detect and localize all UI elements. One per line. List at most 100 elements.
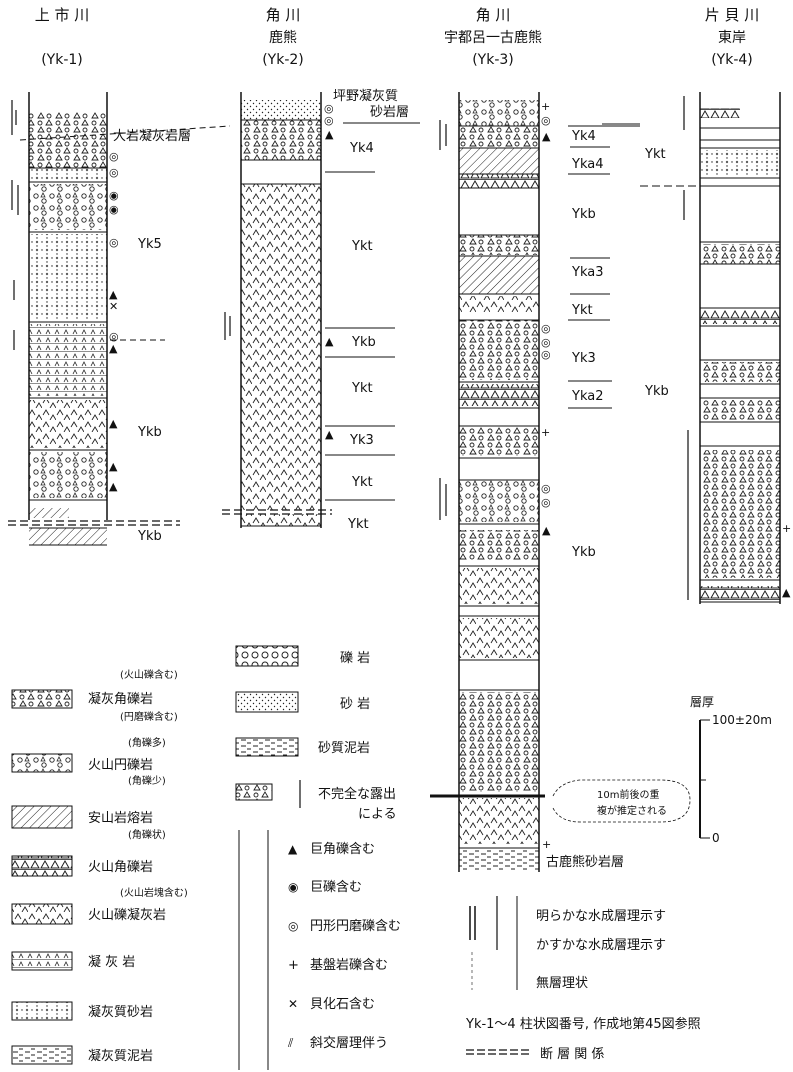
- col2-label-ykt2: Ykt: [351, 381, 373, 396]
- col1-label-ykb: Ykb: [137, 425, 162, 440]
- legend-sym-6-label: 斜交層理伴う: [310, 1035, 388, 1051]
- legend-3-label: 安山岩熔岩: [88, 811, 153, 826]
- col3-label-ykb: Ykb: [571, 207, 596, 222]
- col2-river: 角 川: [266, 6, 301, 24]
- svg-text:▲: ▲: [782, 586, 791, 599]
- legend-sym-6: ⫽: [287, 1036, 294, 1050]
- bedding-clear-label: 明らかな水成層理示す: [536, 909, 666, 924]
- svg-text:▲: ▲: [109, 460, 118, 473]
- legend-7-label: 凝灰質砂岩: [88, 1004, 153, 1020]
- scale-bottom: 0: [712, 831, 720, 845]
- legend-sym-2-label: 巨礫含む: [310, 879, 362, 895]
- col4-river: 片 貝 川: [705, 6, 760, 24]
- col4-label-ykb: Ykb: [644, 384, 669, 399]
- col3-label-kokakuma: 古鹿熊砂岩層: [546, 854, 624, 870]
- legend-5-note-top: (火山岩塊含む): [120, 886, 188, 899]
- legend-8-label: 凝灰質泥岩: [88, 1048, 153, 1064]
- col4-code: (Yk-4): [711, 52, 753, 68]
- legend-sym-5: ✕: [288, 997, 298, 1011]
- legend-1-label: 凝灰角礫岩: [88, 691, 153, 707]
- legend-sym-4-label: 基盤岩礫含む: [310, 957, 388, 973]
- col2-label-ykt4: Ykt: [347, 517, 369, 532]
- col4-place: 東岸: [718, 30, 746, 46]
- svg-text:▲: ▲: [109, 342, 118, 355]
- col2-place: 鹿熊: [269, 29, 297, 46]
- overlap-note-line2: 複が推定される: [597, 804, 667, 817]
- svg-text:+: +: [782, 522, 791, 535]
- legend-sediment: 礫 岩 砂 岩 砂質泥岩 不完全な露出 による ▲ 巨角礫含む ◉ 巨礫含む ◎…: [236, 646, 401, 1070]
- svg-text:◎: ◎: [324, 114, 334, 127]
- col3-label-yka3: Yka3: [571, 265, 603, 280]
- svg-text:◎: ◎: [109, 166, 119, 179]
- legend-sandy-mudstone-label: 砂質泥岩: [318, 741, 370, 756]
- svg-text:✕: ✕: [109, 300, 118, 313]
- legend-poor-exposure-label2: による: [358, 807, 397, 822]
- legend-poor-exposure-label: 不完全な露出: [318, 786, 396, 802]
- legend-lithology: (火山礫含む) 凝灰角礫岩 (円磨礫含む) (角礫多) 火山円礫岩 (角礫少) …: [12, 668, 188, 1064]
- col2-label-ykt: Ykt: [351, 239, 373, 254]
- svg-text:◎: ◎: [541, 322, 551, 335]
- svg-text:◎: ◎: [541, 496, 551, 509]
- col3-label-yk4: Yk4: [571, 129, 596, 144]
- legend-6-label: 凝 灰 岩: [88, 954, 135, 970]
- col3-river: 角 川: [476, 6, 511, 24]
- col3-code: (Yk-3): [472, 52, 514, 68]
- col2-label-sandstone: 砂岩層: [370, 105, 409, 120]
- col1-code: (Yk-1): [41, 52, 83, 68]
- thickness-scale: 層厚 100±20m 0: [690, 695, 772, 845]
- svg-text:◎: ◎: [541, 348, 551, 361]
- legend-sym-5-label: 貝化石含む: [310, 996, 375, 1012]
- svg-text:◉: ◉: [109, 203, 119, 216]
- footnote-text: Yk-1〜4 柱状図番号, 作成地第45図参照: [465, 1016, 701, 1032]
- svg-text:+: +: [542, 838, 551, 851]
- legend-symbol-list: ▲ 巨角礫含む ◉ 巨礫含む ◎ 円形円磨礫含む + 基盤岩礫含む ✕ 貝化石含…: [287, 841, 401, 1051]
- legend-conglomerate-label: 礫 岩: [340, 650, 370, 666]
- svg-text:▲: ▲: [109, 480, 118, 493]
- legend-sym-3: ◎: [288, 919, 298, 933]
- col3-label-yka4: Yka4: [571, 157, 603, 172]
- fault-label: 断 層 関 係: [540, 1047, 604, 1062]
- legend-sym-4: +: [288, 958, 299, 973]
- col1-label-yk5: Yk5: [137, 237, 162, 252]
- col3-label-yk3: Yk3: [571, 351, 596, 366]
- col1-label-ykb-bottom: Ykb: [137, 529, 162, 544]
- col3-label-ykb2: Ykb: [571, 545, 596, 560]
- legend-5-label: 火山礫凝灰岩: [88, 907, 166, 923]
- legend-1-note-bottom: (円磨礫含む): [120, 710, 178, 723]
- svg-text:◎: ◎: [109, 150, 119, 163]
- svg-text:▲: ▲: [542, 130, 551, 143]
- svg-text:+: +: [541, 426, 550, 439]
- legend-4-label: 火山角礫岩: [88, 859, 153, 875]
- svg-text:◎: ◎: [541, 482, 551, 495]
- legend-bedding: 明らかな水成層理示す かすかな水成層理示す 無層理状 Yk-1〜4 柱状図番号,…: [465, 896, 701, 1062]
- col2-label-yk3: Yk3: [349, 433, 374, 448]
- column-yk4: Ykt Ykb +▲: [640, 92, 791, 604]
- svg-text:▲: ▲: [325, 335, 334, 348]
- col3-label-yka2: Yka2: [571, 389, 603, 404]
- col2-label-yk4: Yk4: [349, 141, 374, 156]
- col2-label-ykt3: Ykt: [351, 475, 373, 490]
- legend-sym-1-label: 巨角礫含む: [310, 841, 375, 857]
- legend-2-note-bottom: (角礫少): [128, 774, 166, 787]
- scale-title: 層厚: [690, 695, 714, 709]
- col1-river: 上 市 川: [35, 6, 90, 24]
- legend-sandstone-label: 砂 岩: [340, 697, 370, 712]
- bedding-none-label: 無層理状: [536, 976, 588, 991]
- column-headers: 上 市 川 (Yk-1) 角 川 鹿熊 (Yk-2) 角 川 宇都呂一古鹿熊 (…: [35, 6, 760, 68]
- legend-2-label: 火山円礫岩: [88, 757, 153, 773]
- column-yk2: 坪野凝灰質 砂岩層 Yk4 Ykt Ykb Ykt Yk3 Ykt Ykt ◎◎…: [222, 88, 420, 532]
- legend-sym-1: ▲: [288, 842, 298, 856]
- col1-label-ooiwa: 大岩凝灰岩層: [113, 128, 191, 144]
- svg-text:+: +: [541, 100, 550, 113]
- svg-text:▲: ▲: [542, 524, 551, 537]
- col3-label-ykt: Ykt: [571, 303, 593, 318]
- column-yk1: 大岩凝灰岩層 Yk5 Ykb Ykb ◎◎ ◉◉ ◎▲ ✕◎ ▲▲ ▲▲: [8, 92, 230, 545]
- col2-label-tsubono: 坪野凝灰質: [333, 88, 398, 104]
- column-yk3: Yk4 Yka4 Ykb Yka3 Ykt Yk3 Yka2 Ykb 古鹿熊砂岩…: [430, 92, 690, 872]
- legend-1-note-top: (火山礫含む): [120, 668, 178, 681]
- legend-sym-3-label: 円形円磨礫含む: [310, 918, 401, 934]
- scale-top: 100±20m: [712, 713, 772, 727]
- col3-place: 宇都呂一古鹿熊: [444, 29, 542, 46]
- svg-text:◎: ◎: [541, 114, 551, 127]
- svg-text:▲: ▲: [325, 428, 334, 441]
